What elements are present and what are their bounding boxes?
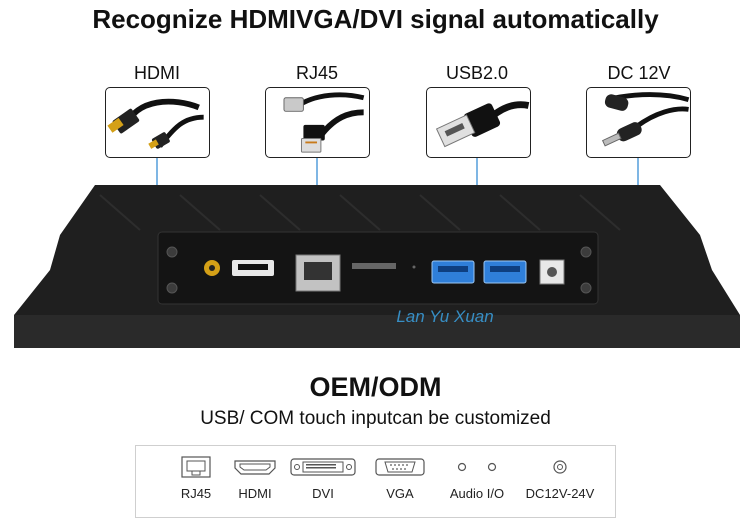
port-option-label: HDMI [238,486,272,501]
rj45-port-icon [181,456,211,478]
oem-title: OEM/ODM [309,372,442,402]
hdmi-cable-thumbnail [105,87,210,158]
port-option-label: DVI [312,486,334,501]
port-options-panel: RJ45 HDMI DVI VGA Audio I/O [135,445,616,518]
watermark-text: Lan Yu Xuan [396,307,493,326]
usb-cable-icon [435,101,530,148]
dvi-port-icon [290,458,356,476]
audio-jack-icon [457,462,497,472]
dc-jack-icon [553,460,567,474]
port-option-vga: VGA [370,446,430,519]
port-option-dc: DC12V-24V [518,446,602,519]
port-option-label: Audio I/O [449,486,505,501]
connector-label-dc: DC 12V [607,63,671,83]
dc-cable-thumbnail [586,87,691,158]
port-option-label: VGA [386,486,414,501]
connector-label-usb: USB2.0 [445,63,509,83]
usb-cable-thumbnail [426,87,531,158]
rj45-cable-thumbnail [265,87,370,158]
headline: Recognize HDMIVGA/DVI signal automatical… [92,4,659,34]
connector-label-rj45: RJ45 [295,63,339,83]
oem-subtitle: USB/ COM touch inputcan be customized [200,408,551,429]
vga-port-icon [375,458,425,476]
port-option-label: DC12V-24V [525,486,595,501]
port-option-audio: Audio I/O [442,446,512,519]
port-option-dvi: DVI [288,446,358,519]
device-illustration: Lan Yu Xuan [14,158,740,348]
port-option-rj45: RJ45 [166,446,226,519]
device-rear-panel: Lan Yu Xuan [0,150,751,390]
hdmi-port-icon [234,460,276,475]
rj45-cable-icon [283,92,365,153]
port-option-label: RJ45 [180,486,212,501]
hdmi-cable-icon [107,98,204,149]
port-option-hdmi: HDMI [226,446,284,519]
dc-power-cable-icon [601,92,690,147]
connector-label-hdmi: HDMI [134,63,180,83]
